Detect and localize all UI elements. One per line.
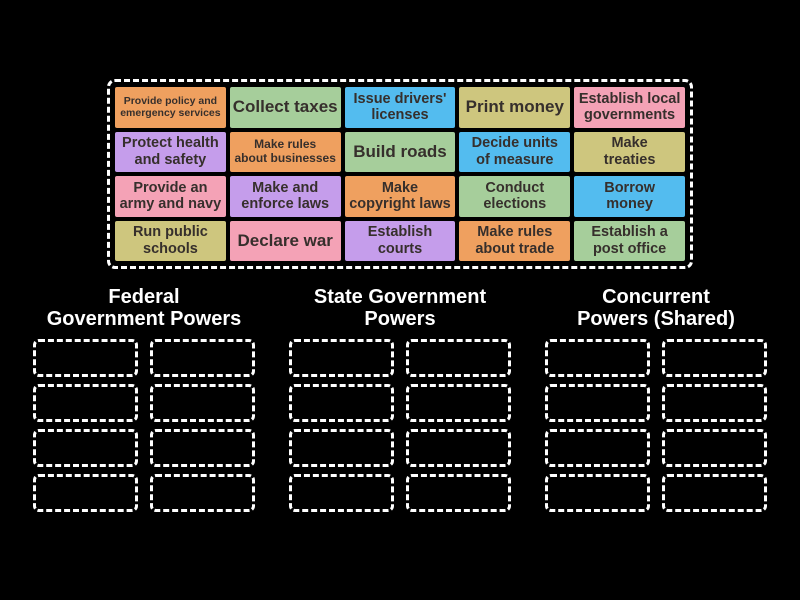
power-tile[interactable]: Establish a post office	[574, 220, 685, 261]
power-tile[interactable]: Establish local governments	[574, 87, 685, 128]
slot-grid	[289, 339, 511, 512]
drop-slot[interactable]	[545, 339, 650, 377]
power-tile-label: Make copyright laws	[349, 179, 451, 213]
power-tile-label: Establish courts	[367, 224, 433, 257]
power-tile[interactable]: Declare war	[229, 220, 341, 261]
power-tile[interactable]: Issue drivers' licenses	[344, 87, 456, 128]
power-tile[interactable]: Run public schools	[115, 220, 226, 261]
drop-slot[interactable]	[545, 474, 650, 512]
drop-slot[interactable]	[662, 474, 767, 512]
drop-slot[interactable]	[289, 429, 394, 467]
power-tile-label: Protect health and safety	[122, 135, 219, 168]
power-tile[interactable]: Make copyright laws	[344, 176, 456, 217]
power-tile[interactable]: Provide an army and navy	[115, 176, 226, 217]
drop-slot[interactable]	[33, 429, 138, 467]
power-tile-label: Print money	[465, 97, 564, 117]
power-tile-label: Make rules about trade	[475, 224, 555, 257]
slot-grid	[33, 339, 255, 512]
drop-slot[interactable]	[289, 474, 394, 512]
power-tile[interactable]: Establish courts	[344, 220, 456, 261]
power-tile-label: Make rules about businesses	[234, 136, 336, 165]
power-tile[interactable]: Make treaties	[574, 131, 685, 172]
power-tile[interactable]: Decide units of measure	[459, 131, 571, 172]
drop-slot[interactable]	[545, 384, 650, 422]
category-title: State Government Powers	[313, 286, 487, 330]
power-tile-label: Provide an army and navy	[119, 179, 222, 213]
category-group: Concurrent Powers (Shared)	[545, 286, 767, 512]
power-tile-label: Declare war	[237, 230, 333, 250]
drop-slot[interactable]	[150, 384, 255, 422]
drop-slot[interactable]	[406, 474, 511, 512]
drop-slot[interactable]	[289, 384, 394, 422]
power-tile-label: Establish local governments	[578, 90, 681, 124]
power-tile[interactable]: Print money	[459, 87, 571, 128]
drop-slot[interactable]	[33, 339, 138, 377]
drop-slot[interactable]	[289, 339, 394, 377]
power-tile-label: Make treaties	[603, 135, 656, 168]
power-tile-label: Collect taxes	[232, 97, 338, 117]
power-tile-label: Run public schools	[132, 224, 208, 257]
drop-slot[interactable]	[150, 474, 255, 512]
drop-slot[interactable]	[406, 429, 511, 467]
drop-slot[interactable]	[150, 339, 255, 377]
tile-bank: Provide policy and emergency services Col…	[107, 79, 693, 269]
power-tile-label: Provide policy and emergency services	[120, 95, 221, 120]
category-groups: Federal Government Powers State Governmen…	[0, 286, 800, 512]
category-title: Concurrent Powers (Shared)	[577, 286, 735, 330]
slot-grid	[545, 339, 767, 512]
drop-slot[interactable]	[33, 474, 138, 512]
drop-slot[interactable]	[545, 429, 650, 467]
drop-slot[interactable]	[406, 384, 511, 422]
drop-slot[interactable]	[662, 384, 767, 422]
category-group: State Government Powers	[289, 286, 511, 512]
drop-slot[interactable]	[662, 339, 767, 377]
power-tile-label: Establish a post office	[591, 224, 668, 257]
power-tile-label: Issue drivers' licenses	[353, 90, 447, 124]
drop-slot[interactable]	[33, 384, 138, 422]
power-tile[interactable]: Build roads	[344, 131, 456, 172]
power-tile-label: Conduct elections	[483, 179, 547, 213]
power-tile-label: Build roads	[353, 141, 447, 161]
power-tile[interactable]: Protect health and safety	[115, 131, 226, 172]
category-group: Federal Government Powers	[33, 286, 255, 512]
power-tile[interactable]: Provide policy and emergency services	[115, 87, 226, 128]
power-tile[interactable]: Conduct elections	[459, 176, 571, 217]
power-tile-label: Make and enforce laws	[241, 179, 330, 213]
drop-slot[interactable]	[406, 339, 511, 377]
power-tile[interactable]: Make and enforce laws	[229, 176, 341, 217]
power-tile[interactable]: Borrow money	[574, 176, 685, 217]
category-title: Federal Government Powers	[46, 286, 242, 330]
power-tile[interactable]: Collect taxes	[229, 87, 341, 128]
power-tile-label: Borrow money	[604, 179, 655, 213]
power-tile[interactable]: Make rules about trade	[459, 220, 571, 261]
drop-slot[interactable]	[150, 429, 255, 467]
drop-slot[interactable]	[662, 429, 767, 467]
power-tile-label: Decide units of measure	[471, 135, 558, 168]
power-tile[interactable]: Make rules about businesses	[229, 131, 341, 172]
